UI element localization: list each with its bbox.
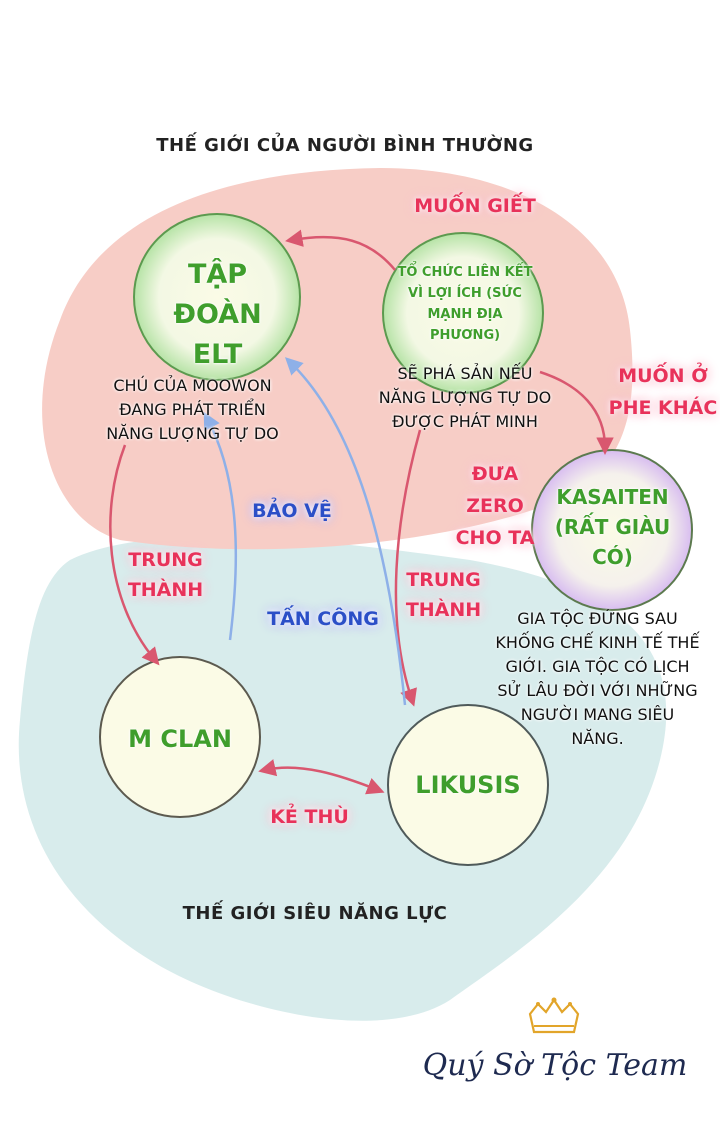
arrow-ke-thu bbox=[258, 759, 385, 795]
arrow-bao-ve bbox=[203, 411, 238, 641]
node-org-circle bbox=[382, 232, 544, 394]
relation-trung-thanh-left: TRUNG THÀNH bbox=[127, 549, 204, 601]
node-mclan-circle bbox=[99, 656, 261, 818]
node-mclan-label: M CLAN bbox=[128, 725, 232, 753]
crown-icon bbox=[528, 997, 580, 1034]
relation-muon-o-phe-khac: MUỐN Ở PHE KHÁC bbox=[608, 365, 718, 419]
desc-org: SẼ PHÁ SẢN NẾU NĂNG LƯỢNG TỰ DO ĐƯỢC PHÁ… bbox=[378, 364, 552, 431]
node-elt-circle bbox=[133, 213, 301, 381]
relation-bao-ve: BẢO VỆ bbox=[252, 500, 332, 522]
team-signature: Quý Sờ Tộc Team bbox=[422, 1048, 688, 1083]
desc-kasaiten: GIA TỘC ĐỨNG SAU KHỐNG CHẾ KINH TẾ THẾ G… bbox=[495, 609, 700, 748]
relation-trung-thanh-right: TRUNG THÀNH bbox=[405, 569, 482, 621]
node-likusis-circle bbox=[387, 704, 549, 866]
relation-ke-thu: KẺ THÙ bbox=[270, 806, 349, 828]
super-world-title: THẾ GIỚI SIÊU NĂNG LỰC bbox=[182, 903, 448, 924]
relation-tan-cong: TẤN CÔNG bbox=[267, 608, 379, 630]
node-kasaiten-label: KASAITEN (RẤT GIÀU CÓ) bbox=[554, 485, 671, 569]
normal-world-title: THẾ GIỚI CỦA NGƯỜI BÌNH THƯỜNG bbox=[156, 135, 534, 156]
arrow-tan-cong bbox=[284, 357, 407, 706]
relation-muon-giet: MUỐN GIẾT bbox=[414, 195, 536, 217]
node-elt-label: TẬP ĐOÀN ELT bbox=[173, 259, 262, 370]
desc-elt: CHÚ CỦA MOOWON ĐANG PHÁT TRIỂN NĂNG LƯỢN… bbox=[106, 376, 279, 443]
arrow-trung-thanh-right bbox=[394, 429, 422, 707]
node-likusis-label: LIKUSIS bbox=[415, 771, 521, 799]
arrow-trung-thanh-left bbox=[109, 444, 160, 666]
arrow-muon-o-phe-khac bbox=[539, 370, 614, 455]
node-org-label: TỔ CHỨC LIÊN KẾT VÌ LỢI ÍCH (SỨC MẠNH ĐỊ… bbox=[397, 265, 533, 343]
arrow-muon-giet bbox=[285, 229, 396, 271]
relation-dua-zero: ĐƯA ZERO CHO TA bbox=[455, 463, 535, 549]
